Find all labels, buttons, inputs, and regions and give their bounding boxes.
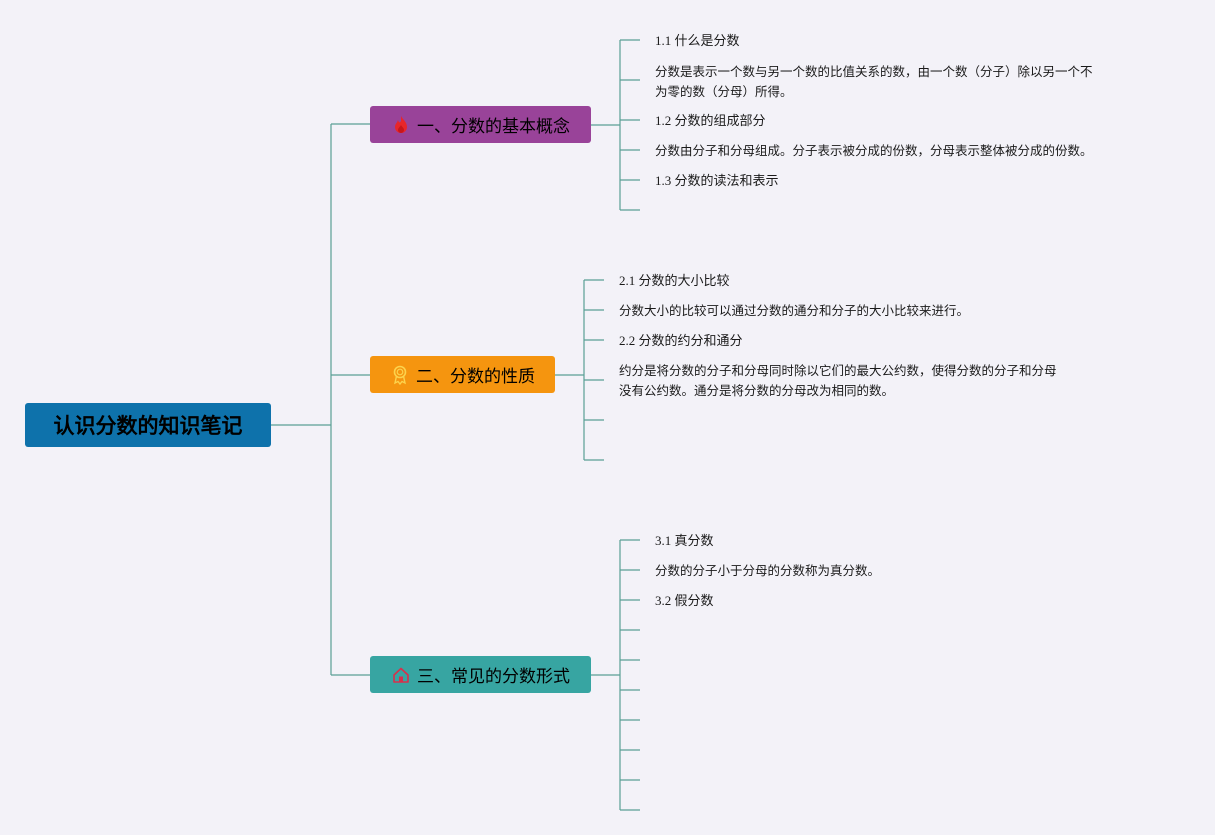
- branch-node-basic-concepts[interactable]: 一、分数的基本概念: [370, 106, 591, 143]
- branch-label: 三、常见的分数形式: [417, 667, 570, 687]
- award-ribbon-icon: [390, 365, 410, 385]
- branch-label: 二、分数的性质: [416, 367, 535, 387]
- leaf-heading[interactable]: 3.2 假分数: [655, 593, 714, 608]
- leaf-text[interactable]: 分数的分子小于分母的分数称为真分数。: [655, 563, 881, 578]
- leaf-text[interactable]: 分数是表示一个数与另一个数的比值关系的数，由一个数（分子）除以另一个不: [655, 64, 1093, 79]
- leaf-heading[interactable]: 3.1 真分数: [655, 533, 714, 548]
- root-node[interactable]: 认识分数的知识笔记: [25, 403, 271, 447]
- leaf-text[interactable]: 为零的数（分母）所得。: [655, 84, 793, 99]
- leaf-heading[interactable]: 1.1 什么是分数: [655, 33, 740, 48]
- leaf-heading[interactable]: 1.3 分数的读法和表示: [655, 173, 779, 188]
- leaf-heading[interactable]: 1.2 分数的组成部分: [655, 113, 766, 128]
- leaf-text[interactable]: 约分是将分数的分子和分母同时除以它们的最大公约数，使得分数的分子和分母: [619, 363, 1057, 378]
- flame-icon: [391, 115, 411, 135]
- root-title: 认识分数的知识笔记: [53, 414, 243, 438]
- branch-node-common-forms[interactable]: 三、常见的分数形式: [370, 656, 591, 693]
- branch-label: 一、分数的基本概念: [417, 117, 570, 137]
- leaf-heading[interactable]: 2.2 分数的约分和通分: [619, 333, 743, 348]
- house-icon: [391, 665, 411, 685]
- leaf-text[interactable]: 分数大小的比较可以通过分数的通分和分子的大小比较来进行。: [619, 303, 970, 318]
- leaf-text[interactable]: 分数由分子和分母组成。分子表示被分成的份数，分母表示整体被分成的份数。: [655, 143, 1093, 158]
- branch-node-properties[interactable]: 二、分数的性质: [370, 356, 555, 393]
- leaf-text[interactable]: 没有公约数。通分是将分数的分母改为相同的数。: [619, 383, 895, 398]
- leaf-heading[interactable]: 2.1 分数的大小比较: [619, 273, 730, 288]
